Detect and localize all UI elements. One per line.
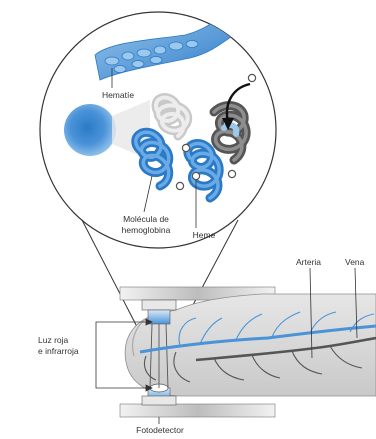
label-hematie: Hematíe <box>102 90 134 100</box>
label-luz-line2: e infrarroja <box>38 346 79 356</box>
label-arteria: Arteria <box>296 257 321 267</box>
label-molecula-line2: hemoglobina <box>122 225 171 235</box>
red-blood-cell <box>64 104 116 156</box>
sensor-bottom-bar <box>120 404 275 417</box>
label-heme: Heme <box>193 230 216 240</box>
label-luz-line1: Luz roja <box>38 335 68 345</box>
label-fotodetector: Fotodetector <box>136 425 184 435</box>
label-vena: Vena <box>345 257 364 267</box>
label-molecula-line1: Molécula de <box>123 214 169 224</box>
